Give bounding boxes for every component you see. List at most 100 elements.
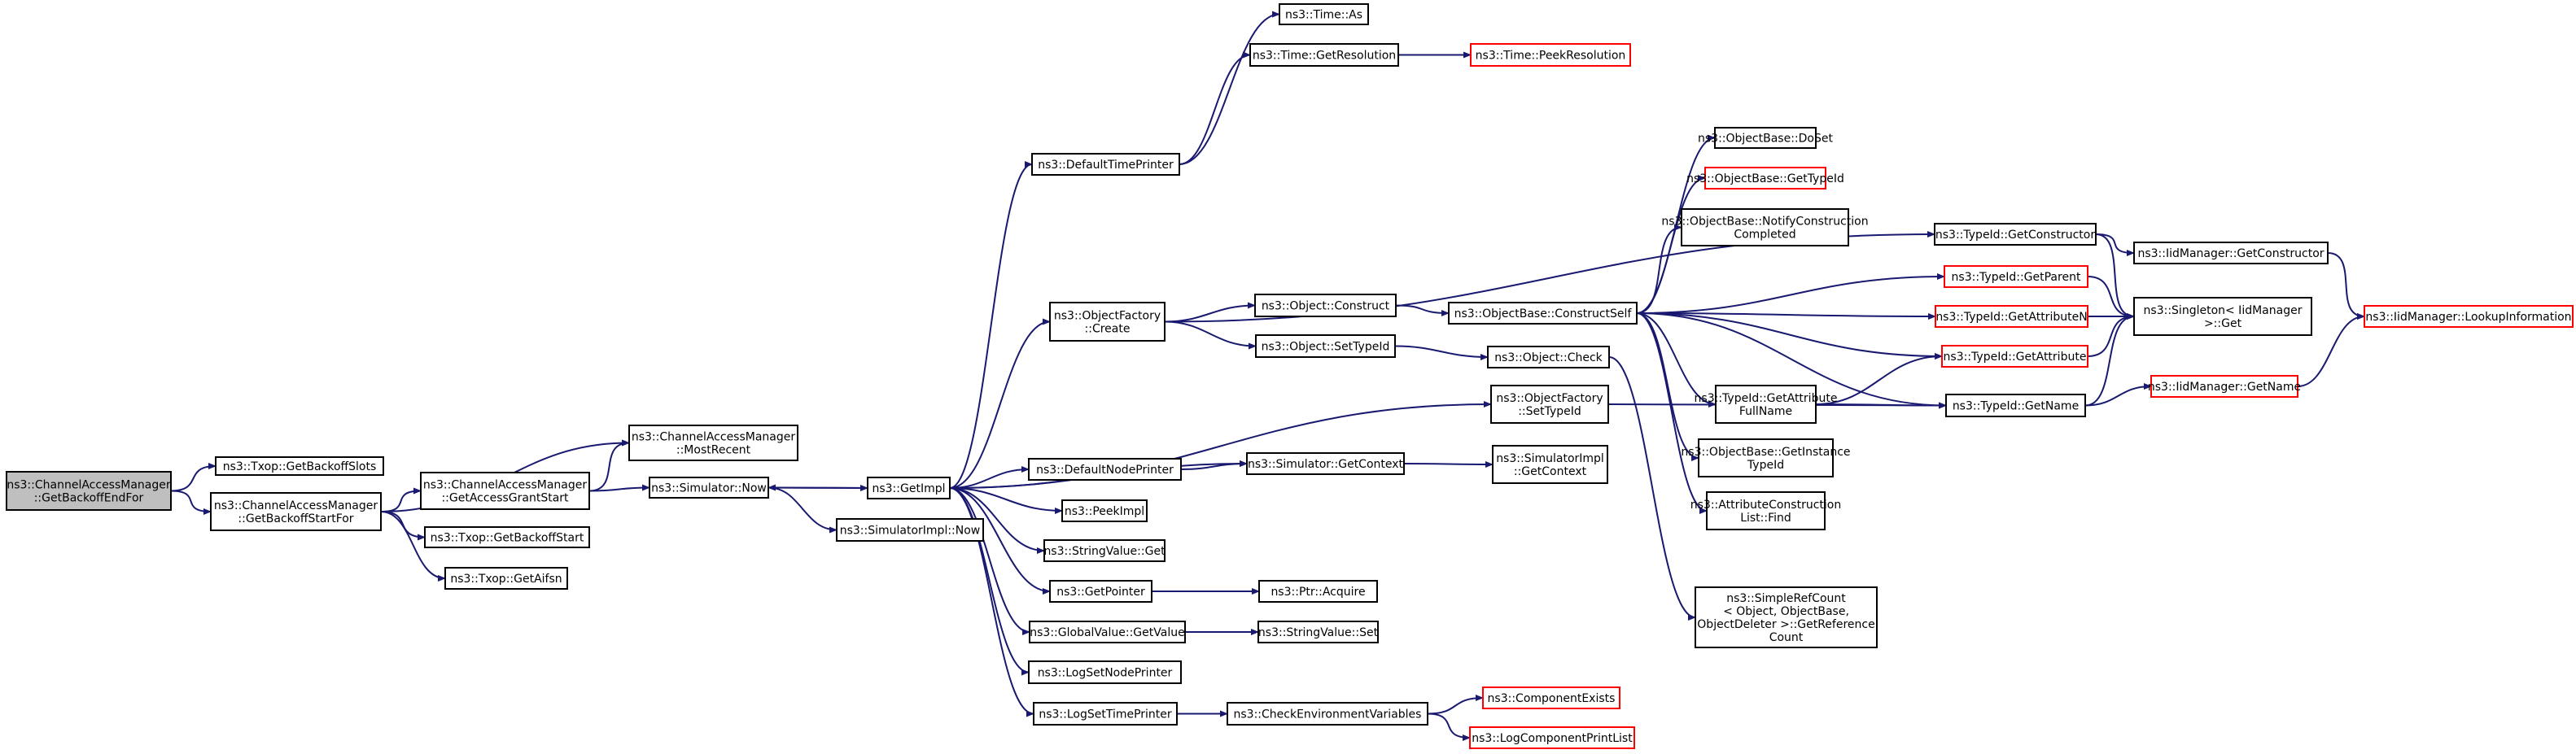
graph-node[interactable]: ns3::DefaultNodePrinter [1028,458,1182,481]
graph-node[interactable]: ns3::StringValue::Set [1257,621,1379,643]
node-box[interactable] [628,425,798,461]
node-box[interactable] [1482,686,1620,709]
graph-node[interactable]: ns3::Ptr::Acquire [1258,580,1378,603]
node-box[interactable] [1469,726,1635,749]
graph-node[interactable]: ns3::ComponentExists [1482,686,1620,709]
graph-node[interactable]: ns3::LogSetTimePrinter [1033,702,1178,726]
node-box[interactable] [1470,43,1631,67]
node-box[interactable] [1249,43,1399,67]
node-box[interactable] [2133,242,2329,264]
node-box[interactable] [1029,621,1186,643]
node-box[interactable] [2364,305,2574,328]
node-box[interactable] [2150,375,2298,398]
graph-node[interactable]: ns3::SimpleRefCount< Object, ObjectBase,… [1695,586,1878,648]
node-box[interactable] [867,477,951,499]
node-box[interactable] [1945,394,2086,417]
graph-node[interactable]: ns3::Singleton< IidManager >::Get [2133,297,2312,336]
graph-node[interactable]: ns3::Object::SetTypeId [1255,334,1396,358]
node-box[interactable] [1028,660,1182,684]
node-box[interactable] [1246,452,1405,475]
node-box[interactable] [1487,346,1610,368]
graph-node[interactable]: ns3::GetImpl [867,477,951,499]
node-box[interactable] [2133,297,2312,336]
graph-node[interactable]: ns3::Txop::GetBackoffStart [424,526,590,548]
node-box[interactable] [1279,3,1369,25]
graph-node[interactable]: ns3::ObjectBase::ConstructSelf [1448,302,1638,325]
node-box[interactable] [420,472,590,510]
node-box[interactable] [1681,208,1849,246]
graph-node[interactable]: ns3::ObjectBase::DoSet [1698,127,1833,149]
node-box[interactable] [6,471,172,511]
graph-node[interactable]: ns3::Time::PeekResolution [1470,43,1631,67]
graph-node[interactable]: ns3::TypeId::GetName [1945,394,2086,417]
graph-node[interactable]: ns3::ChannelAccessManager::MostRecent [628,425,798,461]
graph-node[interactable]: ns3::ChannelAccessManager::GetBackoffSta… [210,492,382,531]
graph-node[interactable]: ns3::ObjectBase::NotifyConstructionCompl… [1661,208,1869,246]
node-box[interactable] [215,456,384,476]
graph-node[interactable]: ns3::ObjectBase::GetTypeId [1686,167,1844,190]
graph-node[interactable]: ns3::ChannelAccessManager::GetAccessGran… [420,472,590,510]
graph-node[interactable]: ns3::TypeId::GetParent [1944,265,2088,288]
node-box[interactable] [1028,458,1182,481]
graph-node[interactable]: ns3::PeekImpl [1061,499,1148,522]
node-box[interactable] [210,492,382,531]
graph-node[interactable]: ns3::IidManager::GetConstructor [2133,242,2329,264]
graph-node[interactable]: ns3::ChannelAccessManager::GetBackoffEnd… [6,471,172,511]
graph-node[interactable]: ns3::Simulator::GetContext [1246,452,1405,475]
node-box[interactable] [1704,167,1826,190]
graph-node[interactable]: ns3::TypeId::GetAttributeN [1935,305,2088,328]
node-box[interactable] [1031,153,1180,176]
graph-node[interactable]: ns3::Txop::GetAifsn [444,567,568,590]
node-box[interactable] [1043,539,1166,562]
graph-node[interactable]: ns3::Object::Check [1487,346,1610,368]
node-box[interactable] [649,477,769,499]
graph-node[interactable]: ns3::LogComponentPrintList [1469,726,1635,749]
graph-node[interactable]: ns3::Object::Construct [1254,294,1397,317]
node-box[interactable] [1061,499,1148,522]
node-box[interactable] [1490,385,1609,424]
node-box[interactable] [1033,702,1178,726]
graph-node[interactable]: ns3::IidManager::GetName [2148,375,2301,398]
node-box[interactable] [444,567,568,590]
node-box[interactable] [1258,580,1378,603]
node-box[interactable] [1049,580,1152,603]
node-box[interactable] [1257,621,1379,643]
graph-node[interactable]: ns3::Simulator::Now [649,477,769,499]
graph-node[interactable]: ns3::SimulatorImpl::Now [836,518,984,542]
graph-node[interactable]: ns3::SimulatorImpl::GetContext [1492,445,1608,484]
node-box[interactable] [1944,265,2088,288]
graph-node[interactable]: ns3::DefaultTimePrinter [1031,153,1180,176]
graph-node[interactable]: ns3::CheckEnvironmentVariables [1227,702,1428,726]
node-box[interactable] [1935,305,2088,328]
node-box[interactable] [1227,702,1428,726]
graph-node[interactable]: ns3::ObjectFactory::Create [1049,302,1166,342]
node-box[interactable] [424,526,590,548]
node-box[interactable] [1941,345,2088,368]
graph-node[interactable]: ns3::StringValue::Get [1043,539,1166,562]
node-box[interactable] [1698,438,1834,477]
node-box[interactable] [1695,586,1878,648]
node-box[interactable] [1254,294,1397,317]
node-box[interactable] [1049,302,1166,342]
node-box[interactable] [1706,491,1826,530]
node-box[interactable] [1448,302,1638,325]
graph-node[interactable]: ns3::Txop::GetBackoffSlots [215,456,384,476]
node-box[interactable] [1714,127,1817,149]
node-box[interactable] [1715,385,1817,424]
graph-node[interactable]: ns3::TypeId::GetConstructor [1934,223,2097,246]
graph-node[interactable]: ns3::IidManager::LookupInformation [2364,305,2574,328]
graph-node[interactable]: ns3::ObjectFactory::SetTypeId [1490,385,1609,424]
graph-node[interactable]: ns3::Time::GetResolution [1249,43,1399,67]
graph-node[interactable]: ns3::Time::As [1279,3,1369,25]
graph-node[interactable]: ns3::GlobalValue::GetValue [1029,621,1186,643]
graph-node[interactable]: ns3::TypeId::GetAttribute [1941,345,2088,368]
node-box[interactable] [1934,223,2097,246]
graph-node[interactable]: ns3::LogSetNodePrinter [1028,660,1182,684]
graph-node[interactable]: ns3::GetPointer [1049,580,1152,603]
node-box[interactable] [836,518,984,542]
node-box[interactable] [1255,334,1396,358]
node-box[interactable] [1492,445,1608,484]
